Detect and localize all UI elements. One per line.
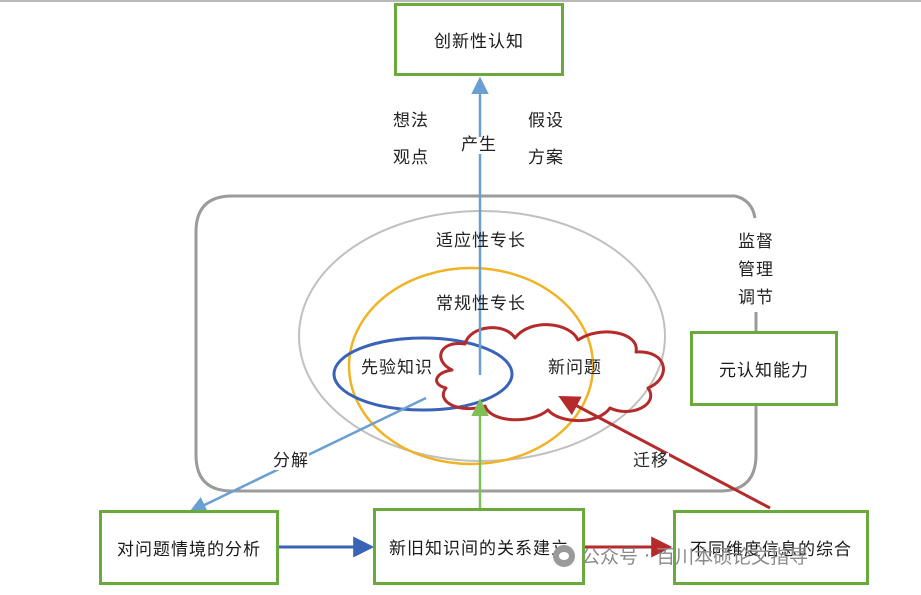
routine-expertise-circle <box>347 266 595 466</box>
info-synthesis-box: 不同维度信息的综合 <box>673 510 869 585</box>
watermark-platform: 公众号 <box>581 546 639 568</box>
produce-label: 产生 <box>461 135 497 155</box>
adaptive-expertise-label: 适应性专长 <box>436 231 526 251</box>
wechat-icon <box>553 544 575 567</box>
watermark-separator: · <box>644 544 651 567</box>
knowledge-relation-box: 新旧知识间的关系建立 <box>373 508 585 585</box>
adaptive-expertise-circle <box>298 210 666 462</box>
decompose-label: 分解 <box>273 451 309 471</box>
hypotheses-label-2: 方案 <box>528 148 564 168</box>
ideas-label-2: 观点 <box>393 148 429 168</box>
prior-knowledge-label: 先验知识 <box>361 358 433 378</box>
monitor-label-3: 调节 <box>738 288 774 308</box>
watermark-account: 百川本硕论文指导 <box>656 546 809 568</box>
new-problem-label: 新问题 <box>548 358 602 378</box>
info-synthesis-label: 不同维度信息的综合 <box>690 540 852 560</box>
prior-knowledge-ellipse <box>332 336 514 412</box>
innovative-cognition-box: 创新性认知 <box>394 3 564 76</box>
outer-frame-top-right <box>734 194 757 219</box>
ideas-label-1: 想法 <box>393 111 429 131</box>
monitor-label-1: 监督 <box>738 232 774 252</box>
decompose-arrow <box>188 396 427 513</box>
transfer-label: 迁移 <box>633 451 669 471</box>
problem-analysis-box: 对问题情境的分析 <box>99 510 279 585</box>
problem-analysis-label: 对问题情境的分析 <box>117 540 261 560</box>
monitor-label-2: 管理 <box>738 260 774 280</box>
metacognition-box: 元认知能力 <box>690 331 838 406</box>
top-border <box>0 0 921 2</box>
watermark: 公众号 · 百川本硕论文指导 <box>553 542 808 569</box>
knowledge-relation-label: 新旧知识间的关系建立 <box>389 539 569 559</box>
routine-expertise-label: 常规性专长 <box>436 294 526 314</box>
outer-frame <box>194 194 758 493</box>
hypotheses-label-1: 假设 <box>528 111 564 131</box>
metacognition-label: 元认知能力 <box>719 361 809 381</box>
innovative-cognition-label: 创新性认知 <box>434 32 524 52</box>
